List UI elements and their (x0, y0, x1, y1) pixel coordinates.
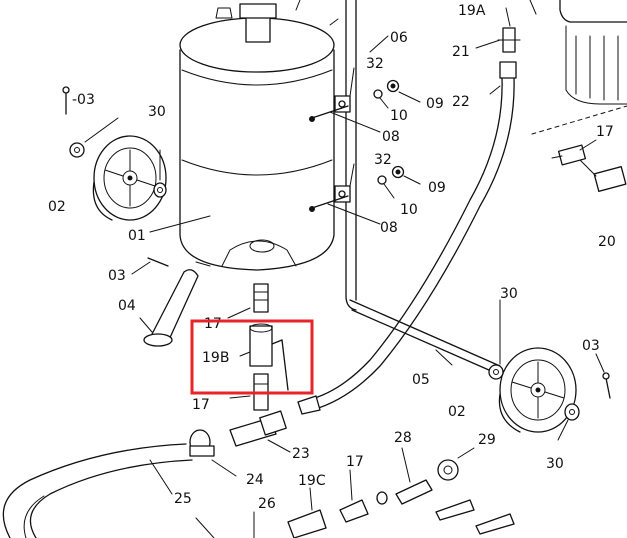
frame-handle (329, 0, 389, 311)
fitting-26 (195, 511, 255, 538)
stand-leg (139, 269, 199, 347)
bracket-assembly-lower (309, 163, 421, 225)
label-23: 23 (292, 446, 310, 462)
coupler-19c (287, 487, 327, 538)
label-20: 20 (598, 234, 616, 250)
label-17-right: 17 (596, 124, 614, 140)
label-22: 22 (452, 94, 470, 110)
nozzle-28 (395, 447, 433, 505)
label-09-top: 09 (426, 96, 444, 112)
label-08-mid: 08 (380, 220, 398, 236)
label-30-left: 30 (148, 104, 166, 120)
washer-bottom (376, 491, 388, 505)
label-19c: 19C (298, 473, 326, 489)
ball-valve (239, 323, 289, 391)
coupler-23 (229, 410, 291, 453)
label-02-left: 02 (48, 199, 66, 215)
label-03-right: 03 (582, 338, 600, 354)
tank-top-fitting (215, 0, 301, 43)
label-10-top: 10 (390, 108, 408, 124)
label-30-bottom: 30 (546, 456, 564, 472)
water-separator (529, 0, 627, 105)
nozzle-tips (435, 499, 515, 535)
hose-25 (2, 443, 193, 538)
washer-left-top (69, 117, 119, 158)
label-19a: 19A (458, 3, 486, 19)
label-01: 01 (128, 228, 146, 244)
label-19b: 19B (202, 350, 229, 366)
label-03-left: 03 (108, 268, 126, 284)
label-17-lower: 17 (192, 397, 210, 413)
washer-right-top (488, 299, 504, 380)
label-02-right: 02 (448, 404, 466, 420)
part-labels: 19A 06 21 22 -03 30 32 09 10 08 17 02 32… (48, 3, 616, 512)
label-09-mid: 09 (428, 180, 446, 196)
label-04: 04 (118, 298, 136, 314)
fitting-17-right (531, 105, 627, 192)
label-28: 28 (394, 430, 412, 446)
hose-clamp-24 (189, 429, 237, 477)
label-25: 25 (174, 491, 192, 507)
linch-pin-left (62, 86, 70, 115)
label-05: 05 (412, 372, 430, 388)
bracket-assembly-upper (309, 67, 421, 133)
label-21: 21 (452, 44, 470, 60)
label-24: 24 (246, 472, 264, 488)
label-08-top: 08 (382, 129, 400, 145)
valve-highlight-box (190, 319, 314, 395)
label-32-mid: 32 (374, 152, 392, 168)
label-29: 29 (478, 432, 496, 448)
nipple-fitting-upper (227, 283, 269, 319)
label-26: 26 (258, 496, 276, 512)
linch-pin-lower-left (131, 257, 169, 275)
label-17-upper: 17 (204, 316, 222, 332)
washer-right-bottom (557, 403, 580, 441)
wheel-left (92, 135, 167, 221)
washer-left-inner (153, 149, 167, 198)
label-30-right: 30 (500, 286, 518, 302)
nipple-fitting-bottom (339, 469, 369, 523)
wheel-right (498, 347, 577, 433)
label-03-top: -03 (72, 92, 95, 108)
fitting-21 (475, 7, 521, 53)
hose-end-fitting (297, 395, 321, 415)
tank-body (149, 17, 335, 271)
label-10-mid: 10 (400, 202, 418, 218)
nut-29 (437, 447, 475, 481)
hose-22 (307, 61, 517, 411)
label-06: 06 (390, 30, 408, 46)
label-17-bottom: 17 (346, 454, 364, 470)
linch-pin-right (595, 353, 611, 399)
axle-rod (349, 299, 501, 375)
label-32-top: 32 (366, 56, 384, 72)
